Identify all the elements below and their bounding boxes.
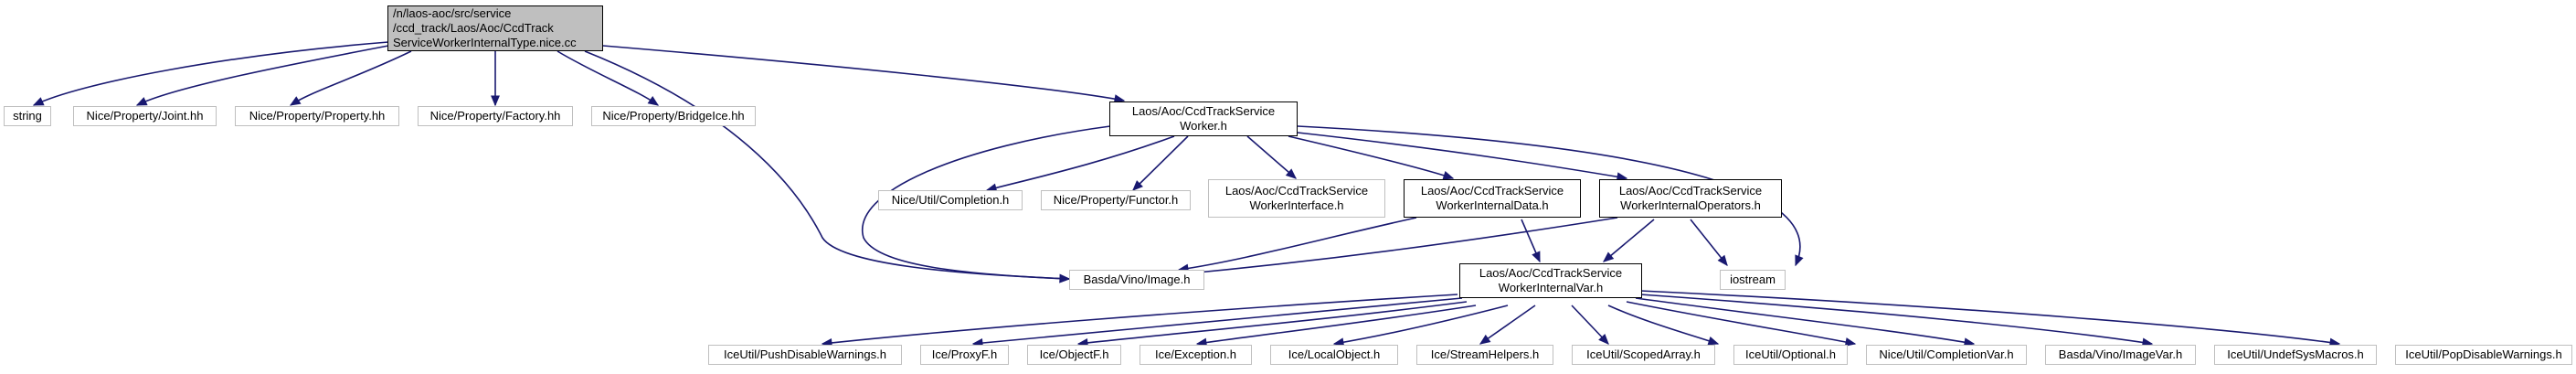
node-nice-property-joint[interactable]: Nice/Property/Joint.hh: [73, 106, 217, 126]
node-worker-internal-var[interactable]: Laos/Aoc/CcdTrackService WorkerInternalV…: [1459, 263, 1642, 298]
node-worker-internal-var-line-2: WorkerInternalVar.h: [1498, 281, 1604, 294]
edge-root-string: [33, 41, 389, 106]
edge-worker-completion: [986, 135, 1175, 191]
edge-worker-internaldata-arrowhead: [1442, 171, 1455, 180]
edge-internaldata-image: [1178, 217, 1417, 271]
edge-root-image: [584, 50, 1070, 280]
root-file-line-1: /n/laos-aoc/src/service: [393, 6, 512, 20]
node-nice-util-completionvar[interactable]: Nice/Util/CompletionVar.h: [1866, 345, 2027, 365]
node-nice-property-functor[interactable]: Nice/Property/Functor.h: [1041, 190, 1191, 210]
node-ice-localobject[interactable]: Ice/LocalObject.h: [1270, 345, 1398, 365]
node-ccdtrack-worker[interactable]: Laos/Aoc/CcdTrackService Worker.h: [1109, 102, 1298, 136]
edge-worker-image-arrowhead: [1059, 273, 1071, 283]
edge-root-bridgeice: [557, 50, 659, 106]
edge-internaloperators-internalvar-arrowhead: [1603, 251, 1615, 262]
node-worker-internal-data-line-1: Laos/Aoc/CcdTrackService: [1420, 184, 1564, 198]
node-ice-proxyf[interactable]: Ice/ProxyF.h: [920, 345, 1009, 365]
node-string[interactable]: string: [4, 106, 51, 126]
node-iceutil-popdisablewarnings[interactable]: IceUtil/PopDisableWarnings.h: [2395, 345, 2572, 365]
node-ccdtrack-worker-line-1: Laos/Aoc/CcdTrackService: [1131, 104, 1276, 118]
node-worker-interface-line-2: WorkerInterface.h: [1249, 198, 1344, 212]
edge-var-completionvar-arrowhead: [1844, 337, 1857, 347]
node-worker-interface-line-1: Laos/Aoc/CcdTrackService: [1224, 184, 1369, 198]
edge-var-optional-arrowhead: [1707, 337, 1720, 346]
node-ice-exception[interactable]: Ice/Exception.h: [1140, 345, 1252, 365]
edge-root-property-arrowhead: [289, 96, 302, 106]
edge-var-localobject: [1333, 305, 1509, 345]
node-nice-property-factory[interactable]: Nice/Property/Factory.hh: [418, 106, 573, 126]
node-basda-vino-imagevar[interactable]: Basda/Vino/ImageVar.h: [2045, 345, 2196, 365]
edge-worker-interface-arrowhead: [1285, 168, 1297, 179]
node-worker-internal-data-line-2: WorkerInternalData.h: [1436, 198, 1549, 212]
node-ice-streamhelpers[interactable]: Ice/StreamHelpers.h: [1416, 345, 1553, 365]
edge-root-property: [290, 50, 412, 106]
node-worker-internal-operators[interactable]: Laos/Aoc/CcdTrackService WorkerInternalO…: [1599, 179, 1782, 218]
edge-internaloperators-iostream: [1690, 219, 1728, 266]
edge-root-joint: [136, 45, 389, 106]
edge-var-exception: [1196, 305, 1477, 345]
node-iceutil-optional[interactable]: IceUtil/Optional.h: [1733, 345, 1848, 365]
edge-worker-image: [861, 125, 1111, 280]
node-worker-internal-operators-line-1: Laos/Aoc/CcdTrackService: [1618, 184, 1763, 198]
node-worker-internal-var-line-1: Laos/Aoc/CcdTrackService: [1479, 266, 1623, 280]
edge-var-streamhelpers-arrowhead: [1479, 334, 1491, 345]
node-ccdtrack-worker-line-2: Worker.h: [1180, 119, 1227, 133]
edge-var-optional: [1607, 305, 1719, 345]
node-iceutil-undefsysmacros[interactable]: IceUtil/UndefSysMacros.h: [2214, 345, 2377, 365]
edge-var-objectf: [1077, 301, 1468, 345]
edge-worker-internaldata: [1288, 135, 1454, 179]
root-file-node[interactable]: /n/laos-aoc/src/service /ccd_track/Laos/…: [387, 5, 603, 51]
node-iceutil-scopedarray[interactable]: IceUtil/ScopedArray.h: [1572, 345, 1715, 365]
node-worker-internal-operators-line-2: WorkerInternalOperators.h: [1620, 198, 1761, 212]
edge-root-joint-arrowhead: [135, 97, 148, 106]
edge-var-popdisable: [1639, 290, 2340, 345]
node-worker-internal-data[interactable]: Laos/Aoc/CcdTrackService WorkerInternalD…: [1404, 179, 1581, 218]
node-nice-property-bridgeice[interactable]: Nice/Property/BridgeIce.hh: [591, 106, 756, 126]
edge-var-scopedarray-arrowhead: [1598, 333, 1609, 345]
edge-var-proxyf: [972, 297, 1463, 345]
node-worker-interface[interactable]: Laos/Aoc/CcdTrackService WorkerInterface…: [1208, 179, 1385, 218]
node-ice-objectf[interactable]: Ice/ObjectF.h: [1027, 345, 1121, 365]
edge-worker-functor: [1132, 135, 1189, 191]
edge-worker-iostream: [1297, 125, 1801, 266]
node-iostream[interactable]: iostream: [1720, 270, 1786, 290]
edge-root-factory-arrowhead: [491, 95, 500, 107]
edge-internaloperators-iostream-arrowhead: [1717, 254, 1728, 267]
edge-worker-internaloperators: [1297, 132, 1627, 179]
edge-var-completionvar: [1626, 301, 1856, 345]
edge-root-bridgeice-arrowhead: [647, 95, 660, 106]
root-file-line-3: ServiceWorkerInternalType.nice.cc: [393, 36, 577, 49]
edge-internaloperators-internalvar: [1603, 219, 1655, 262]
edge-var-pushdisable: [822, 294, 1458, 345]
edge-internaloperators-image: [1178, 217, 1618, 275]
root-file-line-2: /ccd_track/Laos/Aoc/CcdTrack: [393, 21, 554, 35]
edge-var-undefsysmacros: [1639, 294, 2153, 345]
edge-var-streamhelpers: [1479, 305, 1536, 345]
edge-worker-iostream-arrowhead: [1795, 254, 1804, 267]
node-nice-util-completion[interactable]: Nice/Util/Completion.h: [878, 190, 1023, 210]
edge-internaldata-internalvar-arrowhead: [1532, 251, 1541, 263]
edge-root-worker: [602, 45, 1125, 102]
node-iceutil-pushdisablewarnings[interactable]: IceUtil/PushDisableWarnings.h: [708, 345, 902, 365]
node-basda-vino-image[interactable]: Basda/Vino/Image.h: [1069, 270, 1204, 290]
node-nice-property-property[interactable]: Nice/Property/Property.hh: [235, 106, 399, 126]
edge-root-string-arrowhead: [32, 97, 45, 106]
edge-worker-functor-arrowhead: [1132, 180, 1143, 191]
edge-worker-interface: [1246, 135, 1297, 179]
edge-var-imagevar: [1635, 297, 1975, 345]
